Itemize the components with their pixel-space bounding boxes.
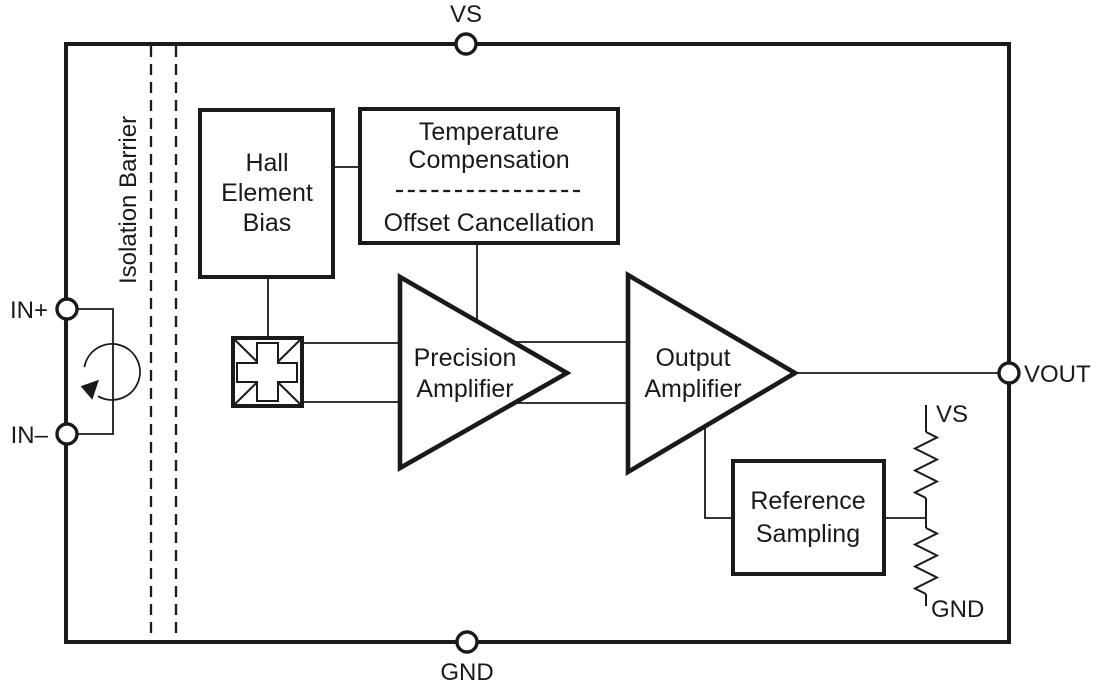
input-current-loop (77, 308, 141, 435)
resistor-upper-icon (912, 431, 940, 499)
reference-sampling-label-line1: Reference (750, 487, 865, 515)
hall-element-bias-label-line3: Bias (243, 209, 292, 237)
offset-cancellation-label: Offset Cancellation (384, 209, 595, 237)
current-direction-circle (83, 343, 141, 401)
output-amplifier-triangle (625, 270, 800, 477)
wires (267, 166, 999, 519)
output-amplifier-block: Output Amplifier (625, 270, 800, 477)
hall-element-cross-icon (236, 342, 298, 402)
current-direction-arrow-icon (80, 379, 99, 400)
vout-terminal (997, 361, 1021, 385)
hall-element-bias-block: Hall Element Bias (198, 108, 335, 279)
reference-sampling-box (731, 459, 886, 576)
gnd-pin-label: GND (440, 659, 493, 686)
in-minus-terminal (55, 422, 79, 446)
in-plus-terminal (55, 297, 79, 321)
temperature-compensation-box (358, 107, 620, 245)
temperature-compensation-label-line2: Compensation (408, 146, 569, 174)
vout-pin-label: VOUT (1024, 361, 1091, 388)
wire-output-to-reference-sampling (704, 400, 733, 519)
hall-element-bias-label-line2: Element (221, 179, 313, 207)
output-amplifier-label-line2: Amplifier (644, 375, 741, 403)
resistor-lower-icon (912, 527, 940, 595)
precision-amplifier-triangle (397, 273, 572, 472)
temperature-compensation-label-line1: Temperature (419, 118, 559, 146)
in-plus-pin-label: IN+ (10, 297, 48, 324)
gnd-terminal (455, 630, 479, 654)
in-minus-pin-label: IN– (11, 422, 49, 449)
temperature-compensation-block: Temperature Compensation Offset Cancella… (358, 107, 620, 245)
hall-element-bias-box (198, 108, 335, 279)
hall-element-symbol (231, 336, 304, 408)
reference-divider: VS GND (912, 401, 984, 623)
precision-amplifier-label-line2: Amplifier (416, 375, 513, 403)
reference-sampling-block: Reference Sampling (731, 459, 886, 576)
divider-gnd-label: GND (931, 596, 984, 623)
precision-amplifier-block: Precision Amplifier (397, 273, 572, 472)
divider-vs-label: VS (936, 401, 968, 428)
input-loop-wire (77, 308, 114, 435)
isolation-barrier: Isolation Barrier (115, 46, 178, 640)
chip-boundary (64, 42, 1011, 644)
hall-element-bias-label-line1: Hall (245, 149, 288, 177)
vs-terminal (454, 32, 478, 56)
reference-sampling-label-line2: Sampling (756, 520, 860, 548)
terminals: VS GND IN+ IN– VOUT (10, 1, 1091, 686)
precision-amplifier-label-line1: Precision (414, 344, 517, 372)
vs-pin-label: VS (450, 1, 482, 28)
isolation-barrier-label: Isolation Barrier (115, 116, 142, 284)
output-amplifier-label-line1: Output (655, 344, 730, 372)
